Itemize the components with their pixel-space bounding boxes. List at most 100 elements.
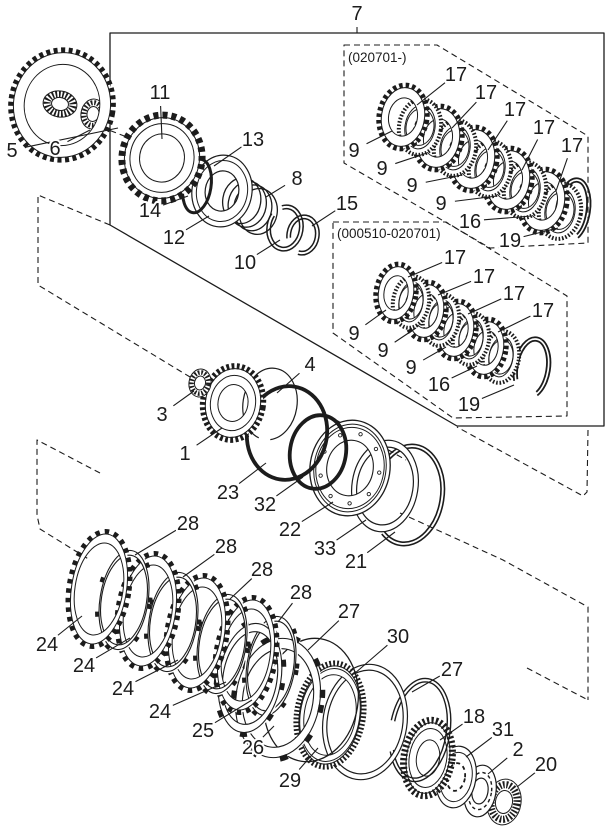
group-boundary-dashed-line <box>399 512 589 700</box>
part-drawing-drum-hub-5 <box>42 90 78 118</box>
group-boundary-dashed-line <box>36 439 101 561</box>
callout-leader <box>135 659 179 683</box>
group-boundary-dashed-line <box>456 426 589 497</box>
callout-leader <box>172 681 227 706</box>
part-drawing-clutch-drum-22 <box>309 419 391 517</box>
part-callout-3[interactable]: 3 <box>154 402 169 428</box>
callout-leader <box>365 309 387 326</box>
callout-leader <box>214 699 253 724</box>
part-callout-9[interactable]: 9 <box>374 156 389 182</box>
part-callout-33[interactable]: 33 <box>312 536 338 562</box>
callout-leader <box>425 174 463 183</box>
part-callout-28[interactable]: 28 <box>288 580 314 606</box>
part-callout-17[interactable]: 17 <box>530 298 556 324</box>
part-callout-17[interactable]: 17 <box>442 245 468 271</box>
callout-leader <box>467 298 502 315</box>
part-callout-24[interactable]: 24 <box>71 653 97 679</box>
part-callout-19[interactable]: 19 <box>497 228 523 254</box>
callout-leader <box>262 725 275 738</box>
part-callout-26[interactable]: 26 <box>240 735 266 761</box>
part-callout-2[interactable]: 2 <box>510 737 525 763</box>
part-drawing-snap-ring-27 <box>388 677 452 783</box>
part-drawing-snap-ring-27 <box>262 637 360 763</box>
callout-leader <box>521 139 539 171</box>
part-callout-17[interactable]: 17 <box>501 281 527 307</box>
part-callout-16[interactable]: 16 <box>457 209 483 235</box>
part-callout-5[interactable]: 5 <box>4 138 19 164</box>
part-callout-17[interactable]: 17 <box>473 80 499 106</box>
part-callout-20[interactable]: 20 <box>533 752 559 778</box>
part-callout-18[interactable]: 18 <box>461 704 487 730</box>
part-callout-17[interactable]: 17 <box>531 115 557 141</box>
part-callout-22[interactable]: 22 <box>277 517 303 543</box>
part-drawing-clutch-disc-9 <box>373 261 419 325</box>
callout-leader <box>407 261 443 278</box>
part-callout-24[interactable]: 24 <box>147 699 173 725</box>
part-drawing-steel-plate-28 <box>193 590 251 698</box>
part-callout-4[interactable]: 4 <box>302 352 317 378</box>
variant-box-outline <box>343 44 589 249</box>
part-callout-32[interactable]: 32 <box>252 492 278 518</box>
part-callout-31[interactable]: 31 <box>490 717 516 743</box>
part-drawing-clutch-drum-26 <box>230 633 326 763</box>
part-callout-9[interactable]: 9 <box>346 138 361 164</box>
part-callout-27[interactable]: 27 <box>336 599 362 625</box>
part-callout-23[interactable]: 23 <box>215 480 241 506</box>
part-callout-27[interactable]: 27 <box>439 657 465 683</box>
part-callout-9[interactable]: 9 <box>375 338 390 364</box>
callout-leader <box>411 675 441 693</box>
part-callout-21[interactable]: 21 <box>343 549 369 575</box>
part-callout-19[interactable]: 19 <box>456 392 482 418</box>
callout-leader <box>213 146 242 167</box>
callout-leader <box>483 215 532 221</box>
callout-leader <box>265 184 286 198</box>
part-drawing-clutch-disc-24 <box>65 529 133 649</box>
part-callout-8[interactable]: 8 <box>289 166 304 192</box>
callout-leader <box>276 372 300 394</box>
part-callout-6[interactable]: 6 <box>47 136 62 162</box>
callout-leader <box>454 195 498 202</box>
part-callout-28[interactable]: 28 <box>175 511 201 537</box>
callout-leader <box>422 346 447 361</box>
part-callout-14[interactable]: 14 <box>137 198 163 224</box>
part-callout-17[interactable]: 17 <box>443 62 469 88</box>
part-callout-10[interactable]: 10 <box>232 250 258 276</box>
part-callout-24[interactable]: 24 <box>110 676 136 702</box>
part-callout-9[interactable]: 9 <box>433 191 448 217</box>
callout-leader <box>395 152 428 165</box>
part-callout-12[interactable]: 12 <box>161 225 187 251</box>
part-drawing-piston-12 <box>191 154 253 228</box>
part-callout-29[interactable]: 29 <box>277 768 303 794</box>
part-callout-28[interactable]: 28 <box>213 534 239 560</box>
part-callout-17[interactable]: 17 <box>502 97 528 123</box>
callout-leader <box>516 772 536 788</box>
part-callout-28[interactable]: 28 <box>249 557 275 583</box>
part-callout-9[interactable]: 9 <box>346 321 361 347</box>
part-callout-13[interactable]: 13 <box>240 127 266 153</box>
callout-leader <box>336 519 367 541</box>
part-callout-9[interactable]: 9 <box>404 173 419 199</box>
callout-leader <box>439 723 463 741</box>
callout-leader <box>162 195 189 206</box>
part-callout-17[interactable]: 17 <box>559 133 585 159</box>
part-callout-15[interactable]: 15 <box>334 191 360 217</box>
part-callout-16[interactable]: 16 <box>426 372 452 398</box>
part-callout-30[interactable]: 30 <box>385 624 411 650</box>
part-callout-9[interactable]: 9 <box>403 355 418 381</box>
callout-leader <box>311 210 336 227</box>
part-callout-24[interactable]: 24 <box>34 632 60 658</box>
part-callout-17[interactable]: 17 <box>471 264 497 290</box>
callout-leader <box>277 602 293 623</box>
callout-leader <box>57 615 83 636</box>
variant-box: (020701-) <box>343 44 589 249</box>
part-callout-11[interactable]: 11 <box>148 80 173 106</box>
part-drawing-clutch-hub-11 <box>118 111 206 205</box>
part-callout-25[interactable]: 25 <box>190 718 216 744</box>
callout-leader <box>256 239 281 256</box>
part-callout-7[interactable]: 7 <box>349 1 364 27</box>
callout-leader <box>196 427 223 446</box>
part-callout-1[interactable]: 1 <box>177 441 192 467</box>
callout-leader <box>487 757 508 775</box>
callout-leader <box>451 101 477 129</box>
